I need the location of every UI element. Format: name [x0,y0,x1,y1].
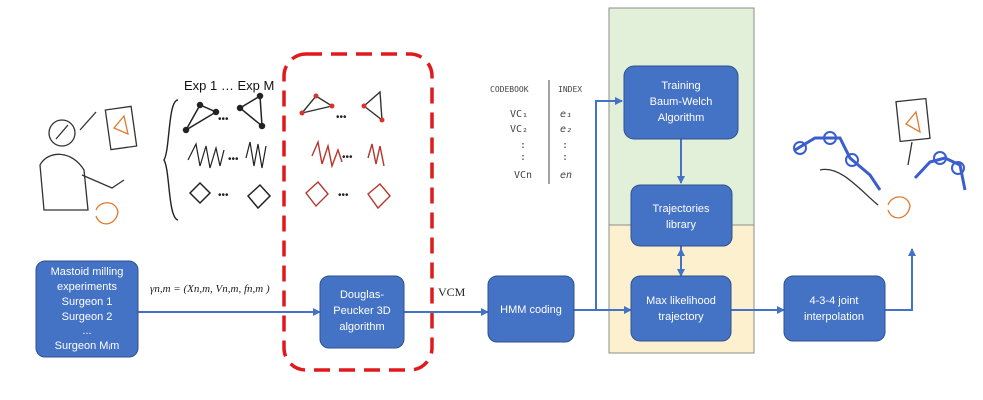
codebook-right: : [562,152,568,163]
svg-text:Algorithm: Algorithm [658,112,704,124]
codebook-left: VCn [514,170,532,181]
svg-text:•••: ••• [218,114,229,125]
svg-text:Mastoid milling: Mastoid milling [51,266,124,278]
box-douglas-line: algorithm [339,321,384,333]
codebook-right: e₁ [560,109,572,120]
codebook-left: VC₂ [510,124,528,135]
svg-text:Training: Training [661,80,700,92]
svg-text:interpolation: interpolation [804,311,864,323]
box-library-line: library [666,219,696,231]
monitor-icon [104,105,138,151]
svg-text:•••: ••• [336,112,347,123]
codebook-sketch: CODEBOOK INDEX VC₁ VC₂ : : VCn e₁ e₂ : :… [490,80,582,184]
robot-sketch [793,97,967,219]
brace-icon [163,99,179,221]
box-input-line: Surgeon Mᵢm [55,340,120,352]
svg-text:•••: ••• [228,154,239,165]
box-douglas-line: Douglas- [340,289,384,301]
box-douglas-peucker: Douglas- Peucker 3D algorithm [319,275,405,349]
box-hmm-coding: HMM coding [487,275,575,343]
gamma-label: γn,m = (Xn,m, Vn,m, fn,m ) [150,283,270,295]
svg-text:library: library [666,219,696,231]
simplified-sketches: ••• ••• ••• [299,90,391,210]
svg-text:HMM coding: HMM coding [500,304,562,316]
svg-text:Peucker 3D: Peucker 3D [333,305,391,317]
box-max-likelihood: Max likelihood trajectory [630,275,732,342]
box-training-line: Algorithm [658,112,704,124]
codebook-left: : [520,140,526,151]
box-input: Mastoid milling experiments Surgeon 1 Su… [35,260,139,358]
connectors [138,97,916,316]
box-input-line: ... [82,325,91,337]
box-library-line: Trajectories [652,203,710,215]
box-input-line: Mastoid milling [51,266,124,278]
svg-text:Max likelihood: Max likelihood [646,295,716,307]
svg-text:•••: ••• [338,190,349,201]
surgeon-head [48,119,76,147]
box-input-line: Surgeon 1 [62,296,113,308]
surgeon-sketch [39,105,138,225]
svg-text:•••: ••• [218,190,229,201]
box-douglas-line: Peucker 3D [333,305,391,317]
svg-text:•••: ••• [342,152,353,163]
box-hmm-label: HMM coding [500,304,562,316]
box-training: Training Baum-Welch Algorithm [623,65,739,140]
svg-text:Baum-Welch: Baum-Welch [650,96,713,108]
svg-text:Surgeon Mᵢm: Surgeon Mᵢm [55,340,120,352]
svg-text:algorithm: algorithm [339,321,384,333]
experiment-sketches: ••• ••• ••• [163,92,272,221]
box-training-line: Training [661,80,700,92]
highlight-frame [282,52,434,372]
box-trajectories-library: Trajectories library [630,184,733,247]
codebook-left: : [520,152,526,163]
box-training-line: Baum-Welch [650,96,713,108]
robot-arm-left [794,136,882,191]
vc-label: VCM [438,285,466,299]
svg-text:4-3-4 joint: 4-3-4 joint [810,295,859,307]
exp-header: Exp 1 … Exp M [184,78,274,93]
box-maxlik-line: trajectory [658,311,704,323]
codebook-right: e₂ [560,124,572,135]
box-joint-interpolation: 4-3-4 joint interpolation [783,275,886,342]
box-maxlik-line: Max likelihood [646,295,716,307]
svg-text:Trajectories: Trajectories [652,203,710,215]
codebook-right: : [562,140,568,151]
codebook-left: VC₁ [510,109,528,120]
monitor-icon [895,97,931,143]
index-header: INDEX [558,85,582,94]
svg-text:Surgeon 1: Surgeon 1 [62,296,113,308]
codebook-header: CODEBOOK [490,85,529,94]
svg-text:experiments: experiments [57,281,117,293]
svg-text:Douglas-: Douglas- [340,289,384,301]
box-interp-line: interpolation [804,311,864,323]
svg-text:trajectory: trajectory [658,311,704,323]
box-input-line: Surgeon 2 [62,311,113,323]
svg-text:Surgeon 2: Surgeon 2 [62,311,113,323]
box-input-line: experiments [57,281,117,293]
codebook-right: en [560,170,572,181]
svg-text:...: ... [82,325,91,337]
box-interp-line: 4-3-4 joint [810,295,859,307]
